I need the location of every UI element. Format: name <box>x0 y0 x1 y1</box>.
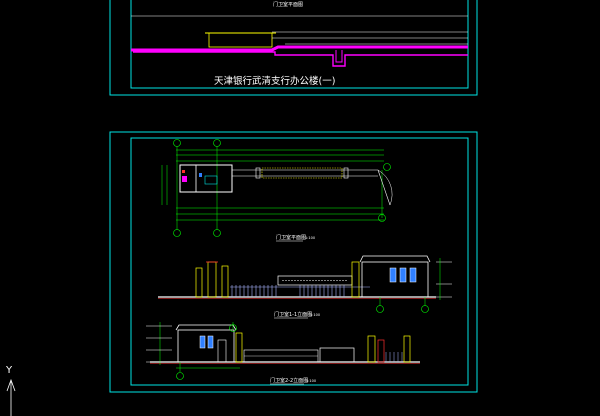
plan-fixture-blue <box>199 173 202 177</box>
elev1-house-roof <box>359 255 431 263</box>
plan-room-walls <box>179 164 233 193</box>
elev2-house-body <box>177 329 235 363</box>
top-sheet: 门卫室平面图 天津银行武清支行办公楼(一) <box>109 0 478 96</box>
ucs-y-label: Y <box>5 365 13 376</box>
top-sheet-top-label: 门卫室平面图 <box>273 1 303 8</box>
elev1-pillar-1 <box>195 267 203 298</box>
plan-fixture-magenta <box>182 176 187 182</box>
plan-scale: 1:100 <box>305 236 315 240</box>
elev2-fence <box>385 352 403 362</box>
ground-section-line <box>131 45 468 52</box>
elev2-pillar-3 <box>377 339 385 363</box>
ucs-y-arrow <box>6 378 16 392</box>
plan-grid-c-bubble-bottom <box>378 214 386 222</box>
plan-grid-a-bubble-top <box>173 139 181 147</box>
elevation1-label: 门卫室1-1立面图 <box>274 311 312 318</box>
guard-room-profile <box>208 32 273 48</box>
guard-room-plan: 门卫室平面图 1:100 <box>161 139 393 242</box>
bottom-sheet-inner-frame <box>130 137 469 386</box>
elev1-pillar-3 <box>221 265 229 298</box>
plan-label: 门卫室平面图 <box>276 234 306 241</box>
plan-grid-b-bubble-bottom <box>213 229 221 237</box>
elev1-house-body <box>361 261 429 298</box>
plan-gate-post-right <box>343 167 349 179</box>
guard-room-elevation-1: 门卫室1-1立面图 1:100 <box>158 255 452 319</box>
plan-fixture-red <box>182 170 185 173</box>
top-sheet-inner-frame <box>130 0 469 89</box>
plan-desk <box>204 175 218 185</box>
elev2-grid-b-bubble <box>229 324 237 332</box>
plan-grid-c-bubble-top <box>383 163 391 171</box>
elev1-fence <box>230 285 370 297</box>
guard-room-elevation-2: 门卫室2-2立面图 1:100 <box>146 322 420 385</box>
elev2-door <box>217 339 227 363</box>
elev2-pillar-4 <box>403 335 411 363</box>
bottom-sheet: 门卫室平面图 1:100 <box>109 131 478 393</box>
elev1-window-3 <box>409 267 417 283</box>
elevation1-scale: 1:100 <box>310 313 320 317</box>
elev1-pillar-2 <box>207 261 217 298</box>
elevation2-label: 门卫室2-2立面图 <box>270 377 308 384</box>
ucs-icon: Y <box>5 365 16 416</box>
elevation2-scale: 1:100 <box>306 379 316 383</box>
pit-outline <box>133 51 468 67</box>
top-sheet-outer-frame <box>109 0 478 96</box>
elev2-window-1 <box>199 335 206 349</box>
elev2-pillar-1 <box>235 332 243 363</box>
bottom-sheet-outer-frame <box>109 131 478 393</box>
elev2-house-roof <box>175 324 237 331</box>
plan-gate-leaf <box>377 169 391 206</box>
elev2-window-2 <box>207 335 214 349</box>
plan-gate-panels <box>261 167 343 179</box>
plan-gate-post-left <box>255 167 261 179</box>
elev1-window-2 <box>399 267 407 283</box>
elev2-grid-a-bubble <box>176 372 184 380</box>
elev2-pillar-2 <box>367 335 376 363</box>
top-sheet-title: 天津银行武清支行办公楼(一) <box>214 75 335 87</box>
elev1-window-1 <box>389 267 397 283</box>
elev1-pillar-right <box>351 261 360 298</box>
pit-inner <box>335 50 343 63</box>
elev1-grid-d-bubble <box>421 305 429 313</box>
elev2-control-box <box>319 347 355 363</box>
elev1-grid-c-bubble <box>376 305 384 313</box>
plan-grid-a-bubble-bottom <box>173 229 181 237</box>
plan-gate-swing <box>377 169 393 206</box>
plan-grid-b-bubble-top <box>213 139 221 147</box>
